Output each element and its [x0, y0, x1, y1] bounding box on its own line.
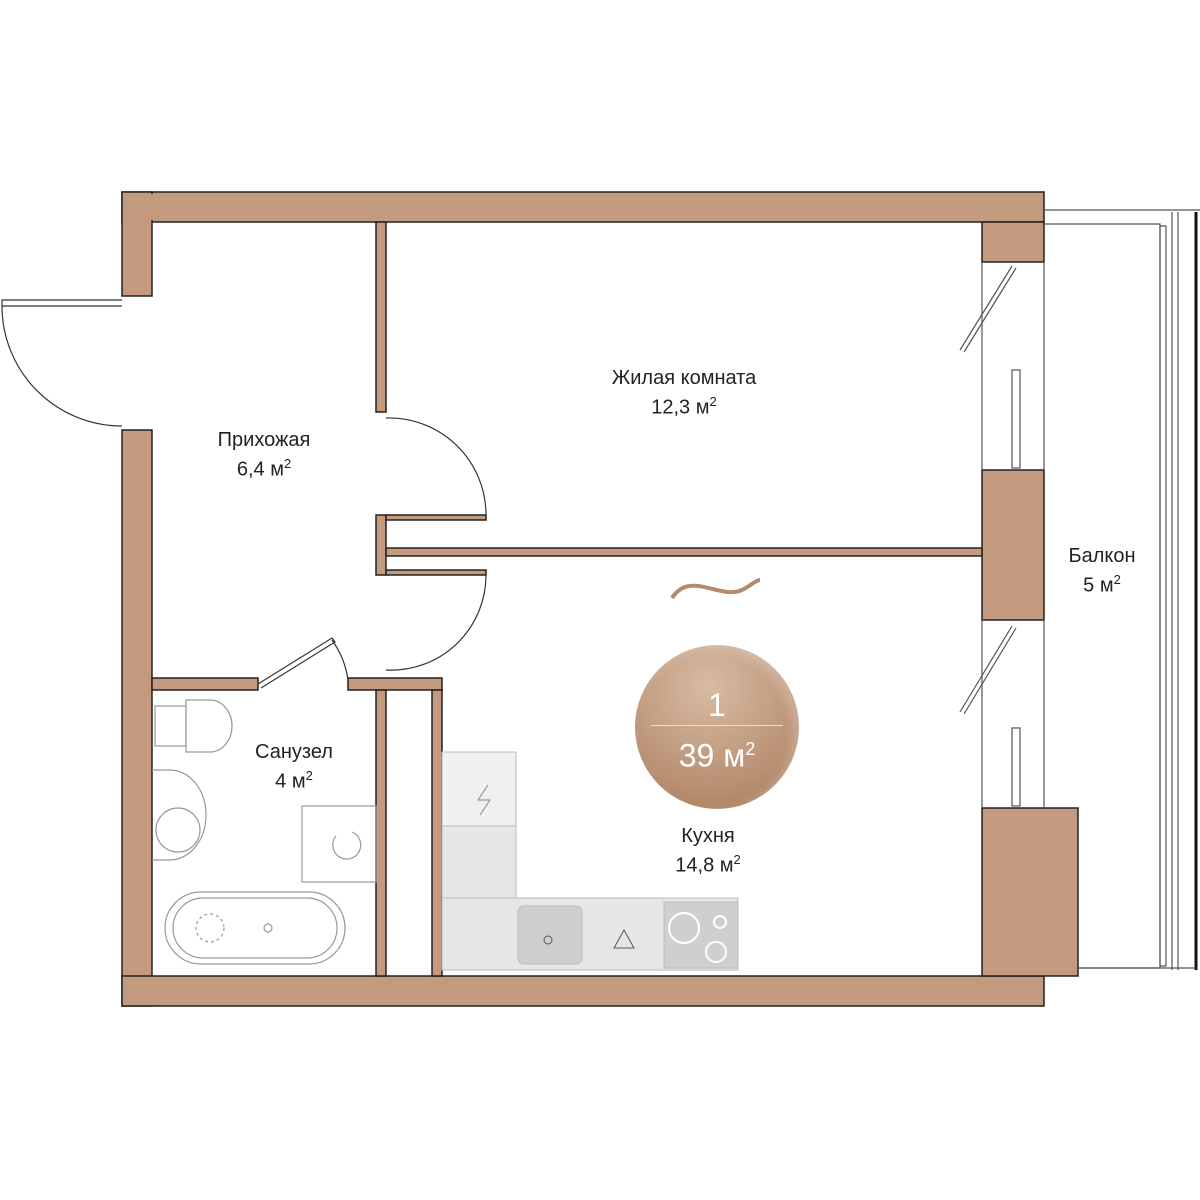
area-unit-sup: 2 — [709, 394, 717, 409]
area-value: 6,4 м — [236, 458, 284, 481]
stove-icon — [663, 901, 739, 969]
room-area: 14,8 м2 — [675, 848, 740, 878]
walls — [121, 191, 1079, 1007]
area-unit-sup: 2 — [733, 852, 741, 867]
decor-wave-icon — [670, 578, 761, 600]
toilet-icon — [185, 699, 233, 753]
badge-divider — [651, 725, 783, 726]
bathroom-fixtures — [152, 699, 377, 965]
room-name: Кухня — [681, 825, 735, 847]
area-unit-sup: 2 — [305, 768, 313, 783]
room-area: 12,3 м2 — [612, 390, 756, 420]
room-label-balcony: Балкон 5 м2 — [1068, 544, 1135, 598]
bathtub-icon — [164, 891, 346, 965]
room-name: Жилая комната — [611, 367, 757, 389]
room-label-living: Жилая комната 12,3 м2 — [612, 366, 756, 420]
room-label-bathroom: Санузел 4 м2 — [255, 740, 333, 794]
room-label-kitchen: Кухня 14,8 м2 — [675, 824, 740, 878]
rooms-count: 1 — [708, 687, 726, 723]
area-value: 14,8 м — [675, 854, 734, 877]
total-area-unit-sup: 2 — [745, 739, 756, 759]
windows — [959, 209, 1200, 970]
room-area: 4 м2 — [255, 764, 333, 794]
area-value: 12,3 м — [651, 396, 710, 419]
washbasin-icon — [152, 769, 207, 861]
sink-icon — [517, 905, 583, 965]
room-label-hallway: Прихожая 6,4 м2 — [218, 428, 311, 482]
room-name: Балкон — [1068, 545, 1136, 567]
total-area: 39 м2 — [635, 729, 799, 776]
area-unit-sup: 2 — [283, 456, 292, 471]
area-value: 5 м — [1083, 574, 1114, 597]
kitchen-furniture — [441, 751, 739, 971]
room-area: 5 м2 — [1068, 568, 1135, 598]
washing-machine-icon — [301, 805, 377, 883]
area-unit-sup: 2 — [1113, 572, 1121, 587]
room-area: 6,4 м2 — [218, 452, 311, 482]
doors — [1, 299, 487, 689]
room-name: Прихожая — [217, 429, 311, 451]
area-value: 4 м — [275, 770, 306, 793]
total-area-value: 39 м — [678, 737, 746, 774]
room-name: Санузел — [255, 741, 333, 763]
apartment-summary-badge: 1 39 м2 — [635, 645, 799, 809]
